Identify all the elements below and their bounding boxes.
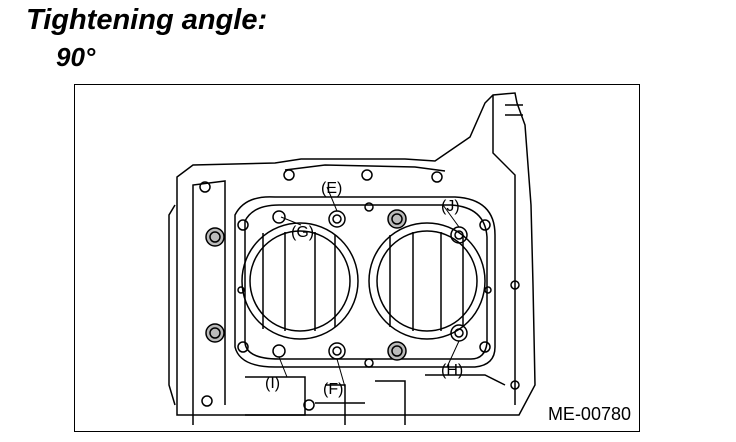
block-holes [199, 169, 520, 411]
figure-code: ME-00780 [547, 404, 631, 424]
label-f: (F) [323, 381, 343, 398]
engine-block-illustration: (E) (G) (J) (H) (I) (F) [168, 92, 536, 425]
lower-details [245, 374, 506, 425]
title: Tightening angle: [26, 4, 268, 36]
label-i: (I) [265, 375, 280, 392]
engine-diagram-frame: (E) (G) (J) (H) (I) (F) ME-00780 [74, 84, 640, 432]
cylinder-bores [241, 222, 486, 340]
tightening-angle-value: 90° [56, 42, 96, 72]
block-outline [168, 92, 536, 425]
label-h: (H) [441, 362, 463, 379]
leader-lines [278, 186, 460, 388]
label-g: (G) [291, 224, 314, 241]
label-e: (E) [321, 180, 342, 197]
label-j: (J) [441, 198, 460, 215]
